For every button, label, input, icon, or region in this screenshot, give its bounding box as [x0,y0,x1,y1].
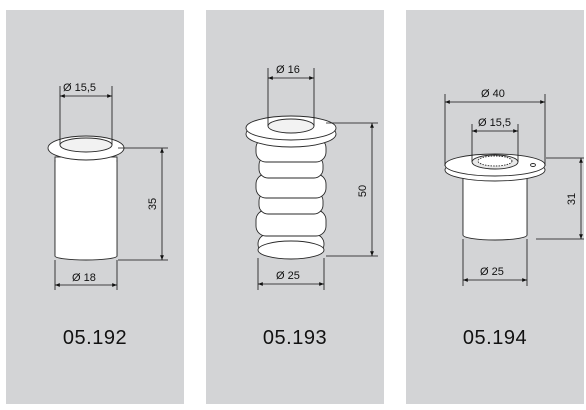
height-dimension: 31 [536,157,584,240]
top-diameter-label: Ø 15,5 [63,82,96,94]
drawing-05-192: Ø 15,5 35 Ø 18 [47,82,168,290]
top-diameter-dimension: Ø 15,5 [59,82,113,145]
bottom-diameter-dimension: Ø 25 [462,239,528,286]
drawing-05-194: Ø 40 Ø 15,5 31 Ø 25 [444,88,584,286]
sleeve-part [47,135,125,261]
flanged-sleeve-part [444,153,546,241]
bottom-diameter-dimension: Ø 25 [257,258,325,290]
top-diameter-label: Ø 16 [276,64,300,76]
height-label: 31 [566,193,578,205]
top-diameter-dimension: Ø 16 [267,64,315,126]
panel-05-192: Ø 15,5 35 Ø 18 05.192 [6,10,184,404]
panel-05-194: Ø 40 Ø 15,5 31 Ø 25 05.194 [406,10,584,404]
bottom-diameter-label: Ø 25 [276,270,300,282]
height-label: 50 [357,185,369,197]
flange-diameter-label: Ø 40 [481,88,505,100]
bottom-diameter-label: Ø 18 [72,272,96,284]
height-dimension: 35 [118,147,168,261]
product-code: 05.194 [462,327,528,349]
ribbed-sleeve-part [245,115,337,260]
top-diameter-label: Ø 15,5 [478,117,511,129]
product-code: 05.192 [62,327,128,349]
bottom-diameter-dimension: Ø 18 [54,260,118,290]
bottom-diameter-label: Ø 25 [480,266,504,278]
flange-diameter-dimension: Ø 40 [444,88,546,166]
height-dimension: 50 [326,122,378,257]
height-label: 35 [147,198,159,210]
panel-05-193: Ø 16 50 Ø 25 05.193 [206,10,384,404]
product-code: 05.193 [262,327,328,349]
top-diameter-dimension: Ø 15,5 [471,117,519,162]
drawing-05-193: Ø 16 50 Ø 25 [245,64,378,290]
